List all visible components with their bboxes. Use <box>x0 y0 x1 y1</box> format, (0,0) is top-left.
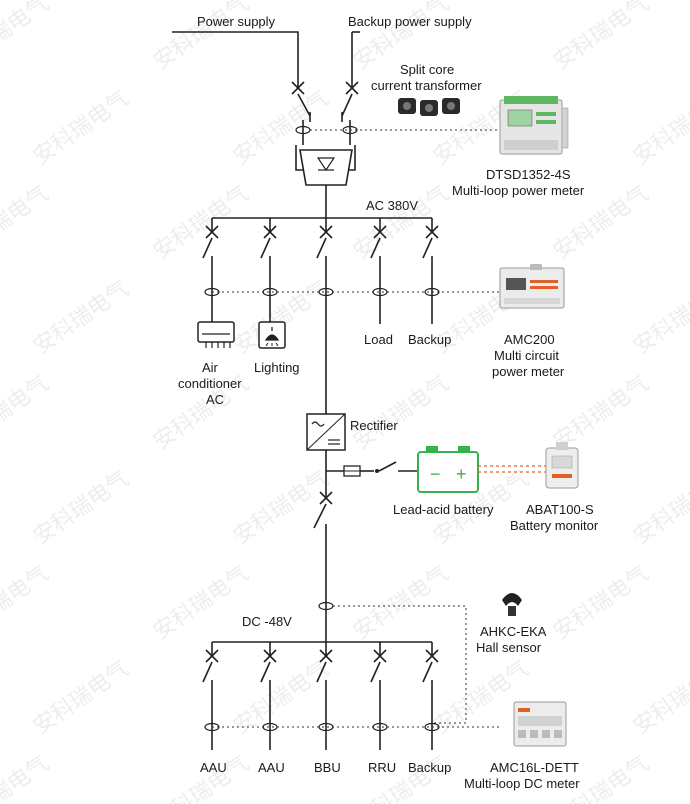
amc16l-desc-label: Multi-loop DC meter <box>464 776 580 791</box>
backup-supply-switch <box>341 93 353 117</box>
ac-branch-rectifier <box>316 218 334 414</box>
battery-plus-symbol: + <box>456 464 467 484</box>
dc-load-label-aau-1: AAU <box>200 760 227 775</box>
watermark-text: 安科瑞电气 <box>29 276 133 360</box>
watermark-text: 安科瑞电气 <box>149 181 253 265</box>
dc-branch-aau-1-switch <box>202 661 213 683</box>
dc-branch-backup <box>422 642 440 750</box>
watermark-text: 安科瑞电气 <box>629 86 690 170</box>
watermark-text: 安科瑞电气 <box>349 181 453 265</box>
dc-branch-aau-2-switch <box>260 661 271 683</box>
watermark-text: 安科瑞电气 <box>629 276 690 360</box>
power-supply-label: Power supply <box>197 14 276 29</box>
transfer-switch <box>295 145 356 218</box>
ac-load-label-line2: conditioner <box>178 376 242 391</box>
ahkc-hall-sensor-icon <box>502 593 522 616</box>
watermark-text: 安科瑞电气 <box>549 561 653 645</box>
dc-main-switch <box>313 503 327 529</box>
battery-switch <box>378 461 397 472</box>
ac-branch-backup-switch <box>422 237 433 259</box>
ac-branch-air-conditioner-switch <box>202 237 213 259</box>
watermark-text: 安科瑞电气 <box>629 466 690 550</box>
dc-load-label-bbu: BBU <box>314 760 341 775</box>
dc-branches <box>202 642 440 750</box>
watermark-text: 安科瑞电气 <box>149 561 253 645</box>
ct-label-line2: current transformer <box>371 78 482 93</box>
dtsd1352-meter-icon <box>499 96 569 155</box>
dc-branch-bbu-switch <box>316 661 327 683</box>
abat100-model-label: ABAT100-S <box>526 502 594 517</box>
watermark-text: 安科瑞电气 <box>29 86 133 170</box>
ac-branch-lighting-switch <box>260 237 271 259</box>
ac-load-label-line1: Air <box>202 360 219 375</box>
dc-load-label-backup: Backup <box>408 760 451 775</box>
ac-branch-backup <box>422 218 440 324</box>
battery-minus-symbol: − <box>430 464 441 484</box>
amc200-desc-line1: Multi circuit <box>494 348 559 363</box>
air-conditioner-icon <box>197 321 235 348</box>
amc200-meter-icon <box>499 264 565 309</box>
backup-power-supply-label: Backup power supply <box>348 14 472 29</box>
dtsd1352-desc-label: Multi-loop power meter <box>452 183 585 198</box>
watermark-text: 安科瑞电气 <box>629 656 690 740</box>
amc200-desc-line2: power meter <box>492 364 565 379</box>
watermark-text: 安科瑞电气 <box>229 86 333 170</box>
dc-branch-backup-switch <box>422 661 433 683</box>
watermark-text: 安科瑞电气 <box>29 466 133 550</box>
load-label: Load <box>364 332 393 347</box>
dc-bus-label: DC -48V <box>242 614 292 629</box>
ac-branch-rectifier-switch <box>316 237 327 259</box>
battery-label: Lead-acid battery <box>393 502 494 517</box>
ac-branch-load-switch <box>370 237 381 259</box>
ac-load-label-line3: AC <box>206 392 224 407</box>
watermark-text: 安科瑞电气 <box>0 371 54 455</box>
rectifier-label: Rectifier <box>350 418 398 433</box>
ahkc-desc-label: Hall sensor <box>476 640 542 655</box>
rectifier-icon <box>306 413 346 451</box>
dc-load-label-aau-2: AAU <box>258 760 285 775</box>
ac-branch-air-conditioner <box>202 218 220 322</box>
dc-branch-aau-1 <box>202 642 220 750</box>
abat100-desc-label: Battery monitor <box>510 518 599 533</box>
ac-bus-label: AC 380V <box>366 198 418 213</box>
battery-branch <box>326 461 418 477</box>
backup-supply-line <box>341 31 360 145</box>
watermark-text: 安科瑞电气 <box>149 0 253 75</box>
watermark-text: 安科瑞电气 <box>0 561 54 645</box>
lighting-label: Lighting <box>254 360 300 375</box>
watermark-text: 安科瑞电气 <box>29 656 133 740</box>
lead-acid-battery-icon: − + <box>417 446 479 493</box>
ac-branches <box>202 218 440 414</box>
watermark-text: 安科瑞电气 <box>0 181 54 265</box>
ct-label-line1: Split core <box>400 62 454 77</box>
watermark-text: 安科瑞电气 <box>229 466 333 550</box>
watermark-text: 安科瑞电气 <box>349 561 453 645</box>
ahkc-model-label: AHKC-EKA <box>480 624 547 639</box>
dc-branch-rru <box>370 642 388 750</box>
watermark-text: 安科瑞电气 <box>549 0 653 75</box>
watermark-text: 安科瑞电气 <box>0 751 54 804</box>
ac-backup-label: Backup <box>408 332 451 347</box>
main-supply-line <box>172 31 311 145</box>
watermark-text: 安科瑞电气 <box>349 371 453 455</box>
amc16l-meter-icon <box>513 701 567 747</box>
dc-load-label-rru: RRU <box>368 760 396 775</box>
abat100-monitor-icon <box>545 442 579 489</box>
dc-branch-rru-switch <box>370 661 381 683</box>
amc16l-model-label: AMC16L-DETT <box>490 760 579 775</box>
split-core-ct-icon <box>398 98 460 116</box>
watermark-text: 安科瑞电气 <box>0 0 54 75</box>
dc-branch-aau-2 <box>260 642 278 750</box>
hall-signal-line <box>333 605 467 724</box>
lighting-icon <box>258 321 286 349</box>
main-supply-switch <box>297 93 311 117</box>
dtsd1352-model-label: DTSD1352-4S <box>486 167 571 182</box>
amc200-model-label: AMC200 <box>504 332 555 347</box>
